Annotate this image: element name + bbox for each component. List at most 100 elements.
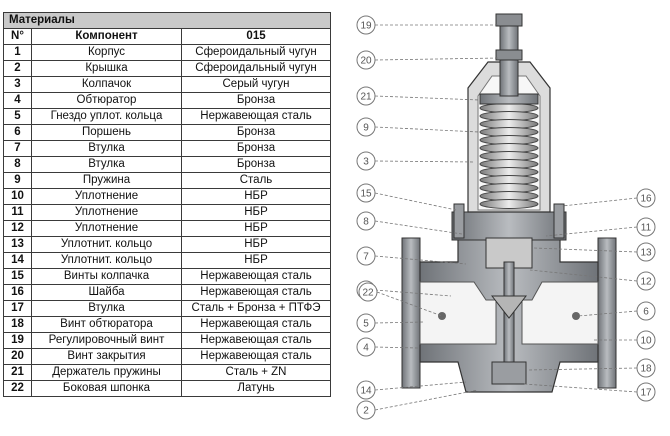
callout-number: 22 — [362, 288, 374, 299]
row-component: Обтюратор — [31, 92, 182, 109]
callout-circle — [356, 15, 376, 35]
row-material: НБР — [180, 188, 332, 205]
row-material: НБР — [180, 220, 332, 237]
bonnet — [451, 211, 567, 241]
adjusting-nut — [495, 13, 523, 27]
callout-leader — [374, 95, 481, 101]
header-component: Компонент — [31, 28, 182, 45]
row-number: 3 — [3, 76, 32, 93]
callout-leader — [529, 269, 638, 282]
obturator — [490, 295, 528, 319]
callout-circle — [356, 400, 376, 420]
row-material: Нержавеющая сталь — [180, 268, 332, 285]
callout-number: 10 — [640, 336, 652, 347]
callout-leader — [561, 197, 638, 207]
row-number: 5 — [3, 108, 32, 125]
row-component: Втулка — [31, 156, 182, 173]
callout-circle — [356, 86, 376, 106]
right-flange — [597, 237, 617, 389]
row-number: 19 — [3, 332, 32, 349]
callout-number: 13 — [640, 248, 652, 259]
row-material: Сталь — [180, 172, 332, 189]
callout-circle — [356, 50, 376, 70]
callout-leader — [374, 126, 480, 133]
callout-circle — [356, 246, 376, 266]
callout-circle — [636, 242, 656, 262]
row-material: Нержавеющая сталь — [180, 284, 332, 301]
callout-number: 2 — [363, 406, 369, 417]
callout-circle — [636, 330, 656, 350]
callout-circle — [356, 183, 376, 203]
row-component: Втулка — [31, 300, 182, 317]
callout-leader — [374, 160, 475, 163]
callout-leader — [523, 383, 638, 393]
row-component: Корпус — [31, 44, 182, 61]
callout-circle — [636, 358, 656, 378]
callout-circle — [636, 271, 656, 291]
callout-leader — [374, 321, 425, 324]
row-number: 4 — [3, 92, 32, 109]
callout-circle — [356, 313, 376, 333]
row-number: 9 — [3, 172, 32, 189]
row-component: Шайба — [31, 284, 182, 301]
callout-number: 8 — [363, 217, 369, 228]
row-component: Держатель пружины — [31, 364, 182, 381]
row-material: НБР — [180, 204, 332, 221]
callout-leader — [374, 381, 467, 391]
row-material: Нержавеющая сталь — [180, 316, 332, 333]
row-material: Бронза — [180, 92, 332, 109]
callout-leader — [374, 389, 479, 411]
cap-bolt-left — [453, 203, 465, 239]
callout-leader — [374, 57, 500, 61]
row-component: Уплотнение — [31, 220, 182, 237]
callout-number: 21 — [360, 92, 372, 103]
row-number: 6 — [3, 124, 32, 141]
callout-circle — [636, 301, 656, 321]
row-component: Винт закрытия — [31, 348, 182, 365]
row-number: 14 — [3, 252, 32, 269]
row-number: 7 — [3, 140, 32, 157]
side-key-right — [572, 312, 580, 320]
bottom-plug — [491, 361, 527, 385]
row-component: Уплотнит. кольцо — [31, 236, 182, 253]
callout-circle — [356, 117, 376, 137]
row-number: 20 — [3, 348, 32, 365]
row-component: Поршень — [31, 124, 182, 141]
lock-nut — [495, 49, 523, 61]
callout-circle — [358, 282, 378, 302]
row-material: Сфероидальный чугун — [180, 44, 332, 61]
row-material: Сталь + Бронза + ПТФЭ — [180, 300, 332, 317]
spring — [479, 103, 539, 209]
callout-number: 17 — [640, 388, 652, 399]
row-component: Крышка — [31, 60, 182, 77]
callout-number: 4 — [363, 343, 369, 354]
callout-circle — [356, 380, 376, 400]
row-component: Боковая шпонка — [31, 380, 182, 397]
row-material: НБР — [180, 252, 332, 269]
row-component: Колпачок — [31, 76, 182, 93]
row-component: Втулка — [31, 140, 182, 157]
row-material: Бронза — [180, 156, 332, 173]
callout-number: 6 — [643, 307, 649, 318]
row-component: Гнездо уплот. кольца — [31, 108, 182, 125]
row-number: 17 — [3, 300, 32, 317]
row-material: Серый чугун — [180, 76, 332, 93]
callout-number: 12 — [640, 277, 652, 288]
row-material: Нержавеющая сталь — [180, 108, 332, 125]
left-flange — [401, 237, 421, 389]
row-number: 2 — [3, 60, 32, 77]
row-material: Нержавеющая сталь — [180, 332, 332, 349]
callout-circle — [636, 188, 656, 208]
